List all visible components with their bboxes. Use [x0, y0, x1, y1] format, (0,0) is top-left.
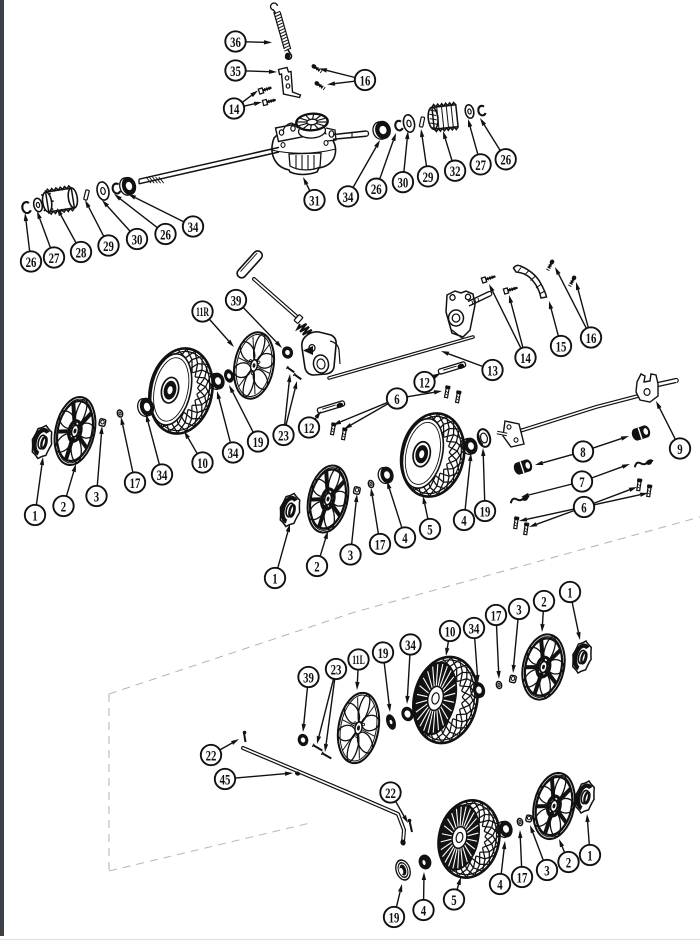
svg-text:35: 35 [230, 62, 241, 79]
svg-text:4: 4 [402, 529, 408, 546]
svg-text:26: 26 [371, 180, 382, 197]
svg-text:5: 5 [451, 891, 457, 908]
svg-text:10: 10 [197, 454, 208, 471]
svg-text:12: 12 [304, 419, 315, 436]
svg-text:39: 39 [303, 669, 314, 686]
svg-text:34: 34 [157, 466, 168, 483]
svg-text:26: 26 [160, 226, 171, 243]
svg-text:2: 2 [566, 854, 571, 871]
svg-text:6: 6 [581, 499, 587, 516]
svg-text:17: 17 [375, 536, 386, 553]
svg-text:10: 10 [445, 623, 456, 640]
svg-text:39: 39 [231, 292, 242, 309]
svg-text:3: 3 [94, 488, 100, 505]
svg-text:19: 19 [378, 644, 389, 661]
svg-text:34: 34 [469, 620, 480, 637]
svg-text:36: 36 [230, 33, 241, 50]
svg-text:30: 30 [398, 174, 409, 191]
svg-text:7: 7 [579, 473, 585, 490]
svg-text:14: 14 [520, 349, 531, 366]
svg-text:12: 12 [419, 374, 430, 391]
svg-text:6: 6 [394, 390, 400, 407]
svg-text:29: 29 [103, 237, 114, 254]
svg-text:22: 22 [385, 784, 396, 801]
svg-text:3: 3 [348, 546, 354, 563]
svg-text:45: 45 [220, 771, 231, 788]
svg-text:27: 27 [475, 156, 486, 173]
svg-text:17: 17 [130, 474, 141, 491]
svg-text:32: 32 [450, 162, 461, 179]
svg-text:26: 26 [26, 253, 37, 270]
svg-text:31: 31 [309, 192, 320, 209]
svg-text:2: 2 [314, 558, 319, 575]
svg-text:34: 34 [228, 444, 239, 461]
svg-text:19: 19 [480, 503, 491, 520]
svg-text:23: 23 [331, 661, 342, 678]
svg-text:16: 16 [360, 72, 371, 89]
svg-text:4: 4 [461, 512, 467, 529]
svg-text:28: 28 [76, 244, 87, 261]
svg-text:1: 1 [32, 507, 37, 524]
svg-text:30: 30 [132, 231, 143, 248]
svg-text:1: 1 [272, 570, 277, 587]
svg-text:13: 13 [487, 362, 498, 379]
svg-text:34: 34 [343, 188, 354, 205]
svg-text:4: 4 [421, 902, 427, 919]
svg-text:11L: 11L [352, 653, 365, 668]
svg-text:19: 19 [253, 433, 264, 450]
svg-text:15: 15 [556, 338, 567, 355]
svg-text:9: 9 [677, 440, 683, 457]
svg-text:1: 1 [587, 847, 592, 864]
svg-text:3: 3 [516, 601, 522, 618]
svg-text:8: 8 [580, 443, 586, 460]
svg-text:22: 22 [206, 747, 217, 764]
svg-text:29: 29 [423, 168, 434, 185]
svg-text:26: 26 [500, 151, 511, 168]
svg-text:14: 14 [229, 100, 240, 117]
svg-text:34: 34 [405, 636, 416, 653]
svg-text:5: 5 [427, 521, 433, 538]
svg-text:16: 16 [586, 329, 597, 346]
svg-text:3: 3 [544, 862, 550, 879]
svg-text:11R: 11R [196, 305, 209, 320]
svg-text:4: 4 [497, 876, 503, 893]
svg-text:17: 17 [491, 607, 502, 624]
svg-text:34: 34 [188, 218, 199, 235]
svg-text:2: 2 [61, 498, 66, 515]
svg-text:1: 1 [567, 584, 572, 601]
svg-text:23: 23 [278, 427, 289, 444]
svg-text:2: 2 [541, 593, 546, 610]
svg-text:19: 19 [389, 909, 400, 926]
svg-text:27: 27 [49, 249, 60, 266]
svg-text:17: 17 [517, 869, 528, 886]
